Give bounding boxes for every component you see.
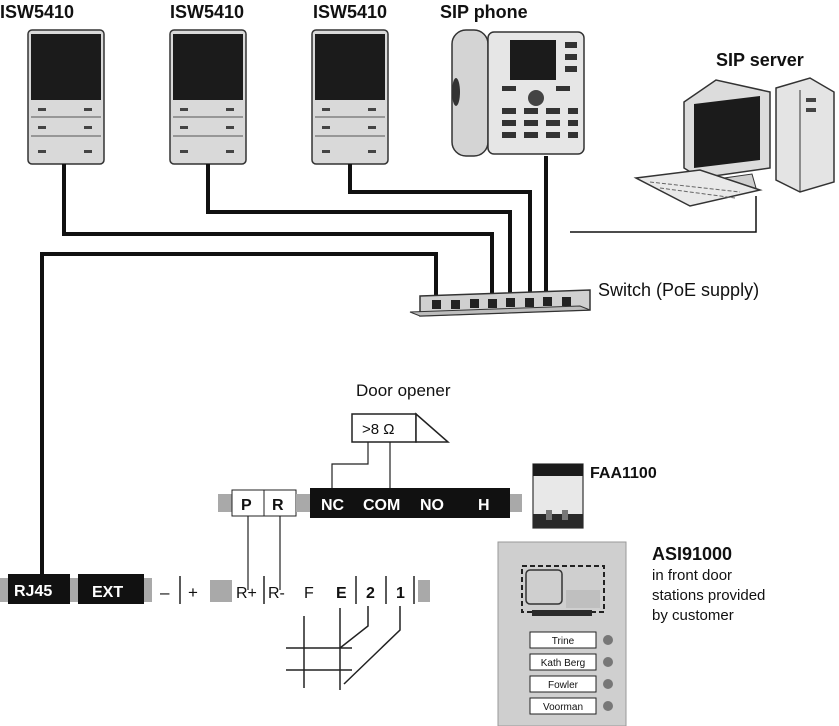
terminal-f: F [304,585,314,602]
asi91000-label: ASI91000 [652,544,732,564]
terminal-p: P [241,497,252,514]
terminal-1: 1 [396,585,405,602]
isw-label-1: ISW5410 [0,2,74,22]
poe-switch [409,289,591,317]
sip-server-computer [633,77,835,207]
terminal-e: E [336,585,347,602]
bottom-terminal-strip [0,574,430,604]
switch-label: Switch (PoE supply) [598,280,759,300]
door-opener-symbol [351,412,450,443]
terminal-ext: EXT [92,584,123,601]
relay-terminal-strip [218,488,522,518]
network-cables [40,156,548,584]
sip-phone-device [451,29,585,157]
asi-button-label-3: Fowler [548,680,579,691]
terminal-com: COM [363,497,400,514]
asi-button-label-4: Voorman [543,702,583,713]
terminal-nc: NC [321,497,345,514]
terminal-r: R [272,497,284,514]
isw5410-device-1 [27,29,105,165]
asi91000-note-line-2: stations provided [652,587,765,604]
isw-label-2: ISW5410 [170,2,244,22]
faa1100-label: FAA1100 [590,465,657,482]
terminal-no: NO [420,497,444,514]
sip-phone-label: SIP phone [440,2,528,22]
isw5410-device-3 [311,29,389,165]
door-opener-label: Door opener [356,381,451,400]
asi91000-note-line-1: in front door [652,567,732,584]
asi91000-note-line-3: by customer [652,607,734,624]
door-contact-wiring [286,606,401,690]
terminal-minus: – [160,583,170,602]
asi91000-name-buttons [529,631,613,715]
terminal-rminus: R- [268,585,285,602]
terminal-2: 2 [366,585,375,602]
faa1100-module [532,463,584,529]
terminal-rj45: RJ45 [14,583,52,600]
door-opener-wire-nc [331,442,369,488]
terminal-rplus: R+ [236,585,257,602]
server-cable [570,196,757,233]
sip-server-label: SIP server [716,50,804,70]
isw5410-device-2 [169,29,247,165]
door-opener-resistance: >8 Ω [362,421,394,438]
terminal-plus: + [188,583,198,602]
isw-label-3: ISW5410 [313,2,387,22]
asi-button-label-1: Trine [552,636,575,647]
terminal-h: H [478,497,490,514]
asi-button-label-2: Kath Berg [541,658,585,669]
